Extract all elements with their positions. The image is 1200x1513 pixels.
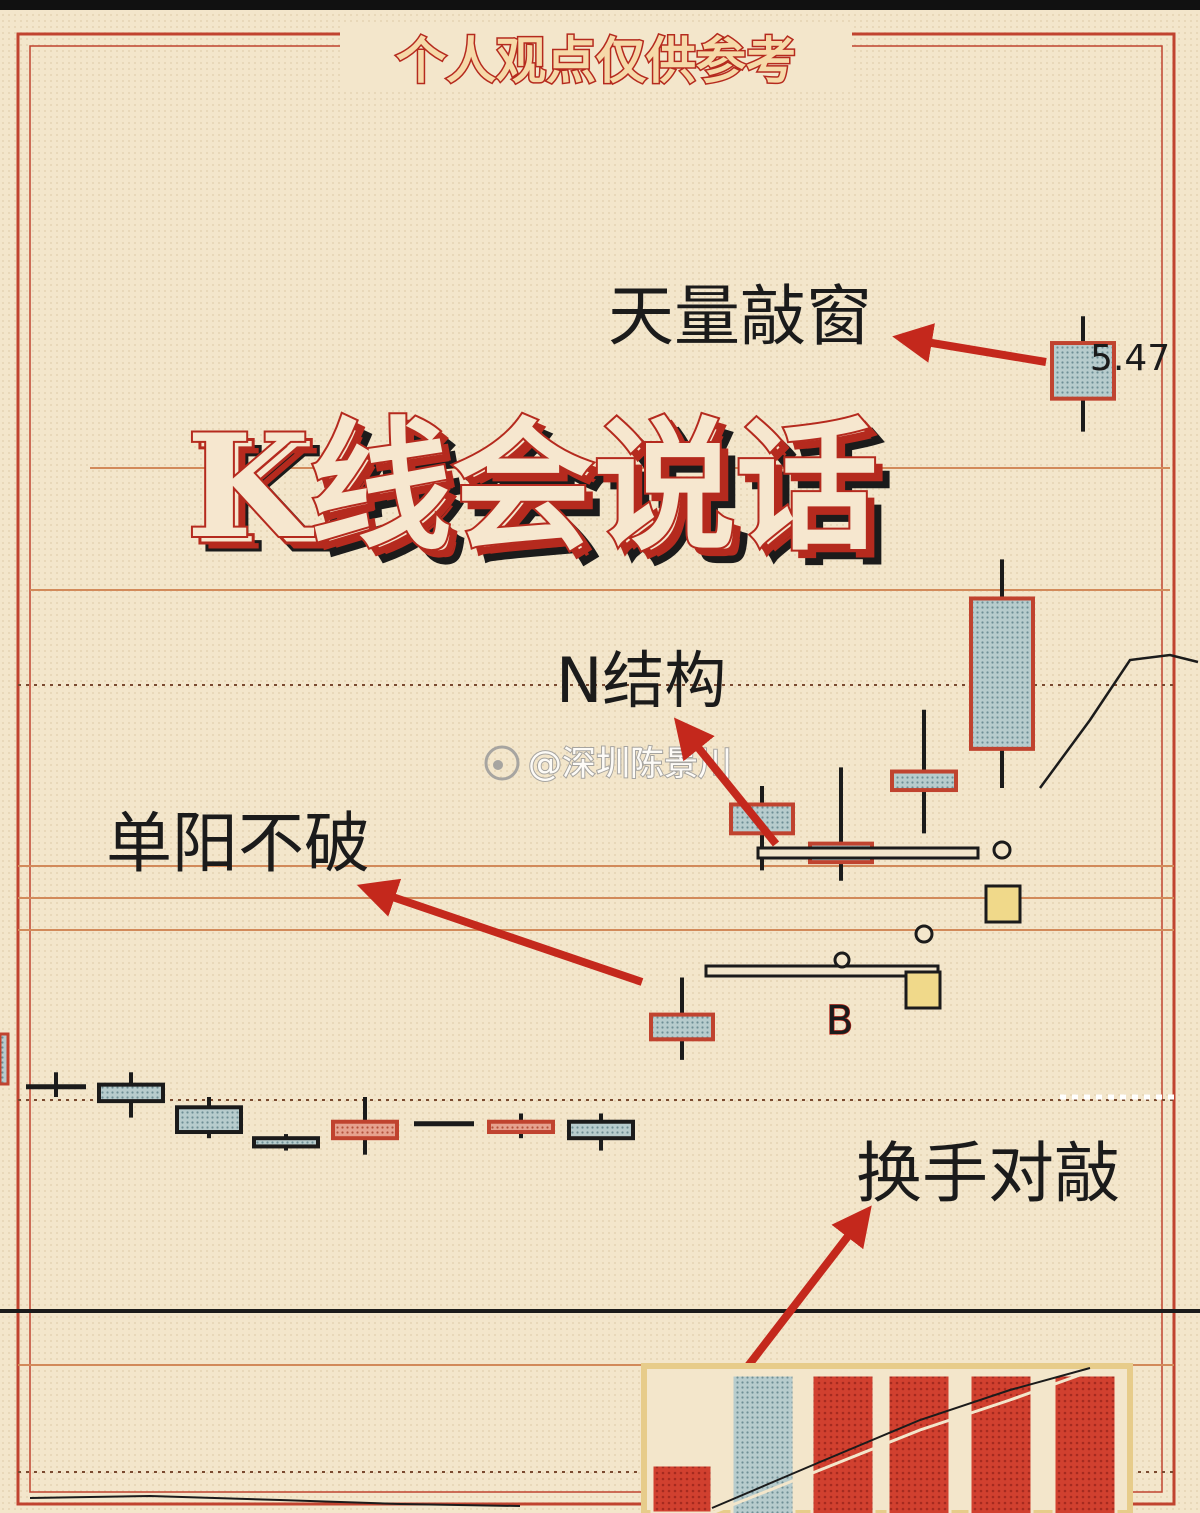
watermark-text: @深圳陈景川 [528,744,732,784]
candle [175,1097,243,1139]
candle [97,1072,165,1118]
candle [890,709,958,834]
candle-body [567,1119,635,1141]
candle-body [649,1012,715,1042]
title-shadow-1: K线会说话 [193,411,884,577]
top-edge [0,0,1200,10]
volume-bar [730,1373,796,1513]
candle [26,1072,86,1097]
title-shadow-2: K线会说话 [200,418,891,584]
arrow-n-structure [673,717,780,847]
label-danyang: 单阳不破 [106,805,370,882]
candle-body [331,1119,399,1141]
grid-lines [0,467,1200,1473]
candle [252,1134,320,1151]
candle-body [1050,341,1116,401]
label-point-b: B [826,998,853,1044]
candle [487,1113,555,1139]
lower-left-line [29,1494,521,1507]
left-edge-candle [0,1032,10,1086]
candle [1050,316,1116,432]
volume-bar [650,1463,714,1513]
candle [969,559,1035,788]
header-banner: 个人观点仅供参考 [340,22,852,92]
label-tianliang: 天量敲窗 [608,278,872,355]
candle [649,977,715,1060]
price-label: 5.47 [1090,338,1170,379]
candle [331,1097,399,1155]
label-n-structure: N结构 [556,644,726,717]
volume-bar [1052,1373,1118,1513]
banner-text: 个人观点仅供参考 [396,31,796,90]
volume-bars [650,1373,1118,1513]
n-structure-lines [704,653,1199,1010]
candle-body [487,1119,555,1135]
main-title: K线会说话 K线会说话 K线会说话 [184,402,893,586]
arrow-tianliang [892,323,1047,366]
arrow-danyang [356,878,644,986]
candle-body [252,1136,320,1149]
label-huanshou: 换手对敲 [856,1135,1120,1212]
volume-bar [968,1373,1034,1513]
volume-bar [886,1373,952,1513]
candle-body [97,1082,165,1104]
candle-body [890,769,958,793]
candle-body [969,596,1035,751]
page-title: K线会说话 [186,404,877,570]
candle-body [175,1105,243,1135]
candle [567,1113,635,1151]
volume-panel [641,1363,1133,1513]
watermark: @深圳陈景川 [484,743,733,785]
